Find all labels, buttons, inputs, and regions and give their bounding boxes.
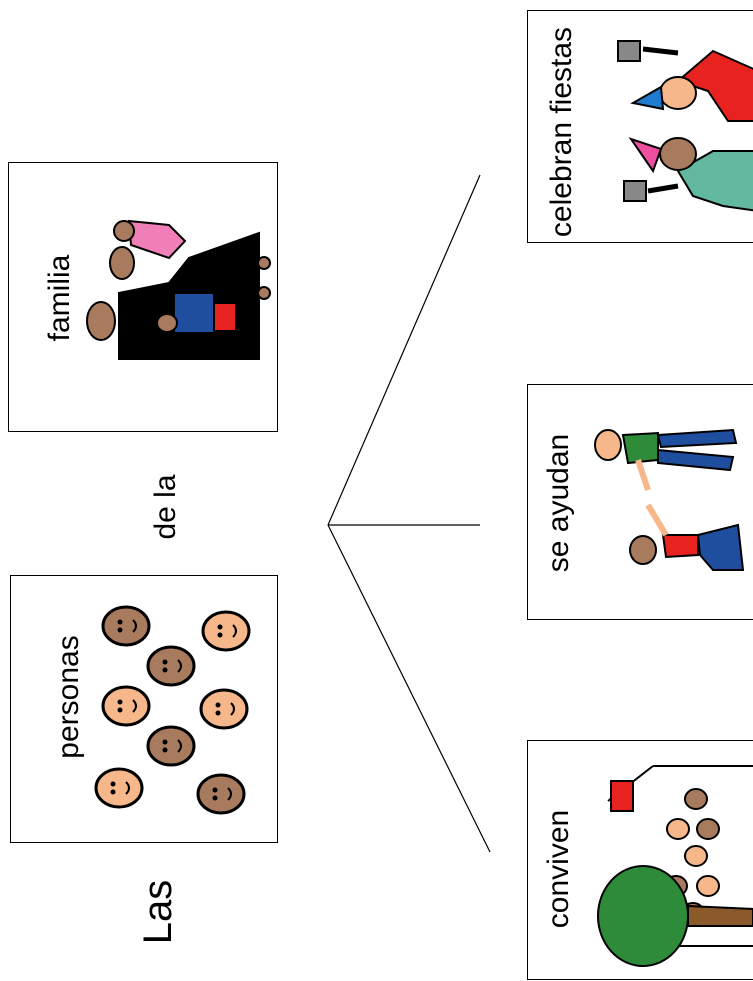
house-living-together-icon — [597, 765, 753, 967]
family-icon — [86, 219, 271, 360]
card-personas: personas — [10, 575, 278, 843]
card-familia: familia — [8, 162, 278, 432]
card-celebran-fiestas: celebran fiestas — [527, 10, 753, 243]
card-conviven: conviven — [527, 740, 753, 980]
card-se-ayudan: se ayudan — [527, 384, 753, 620]
party-icon — [617, 40, 753, 212]
helping-hand-icon — [594, 428, 745, 571]
branch-line-top — [327, 174, 481, 526]
branch-line-bottom — [327, 524, 491, 853]
word-las: Las — [136, 879, 180, 945]
people-faces-icon — [94, 605, 251, 815]
word-de-la: de la — [149, 474, 182, 540]
